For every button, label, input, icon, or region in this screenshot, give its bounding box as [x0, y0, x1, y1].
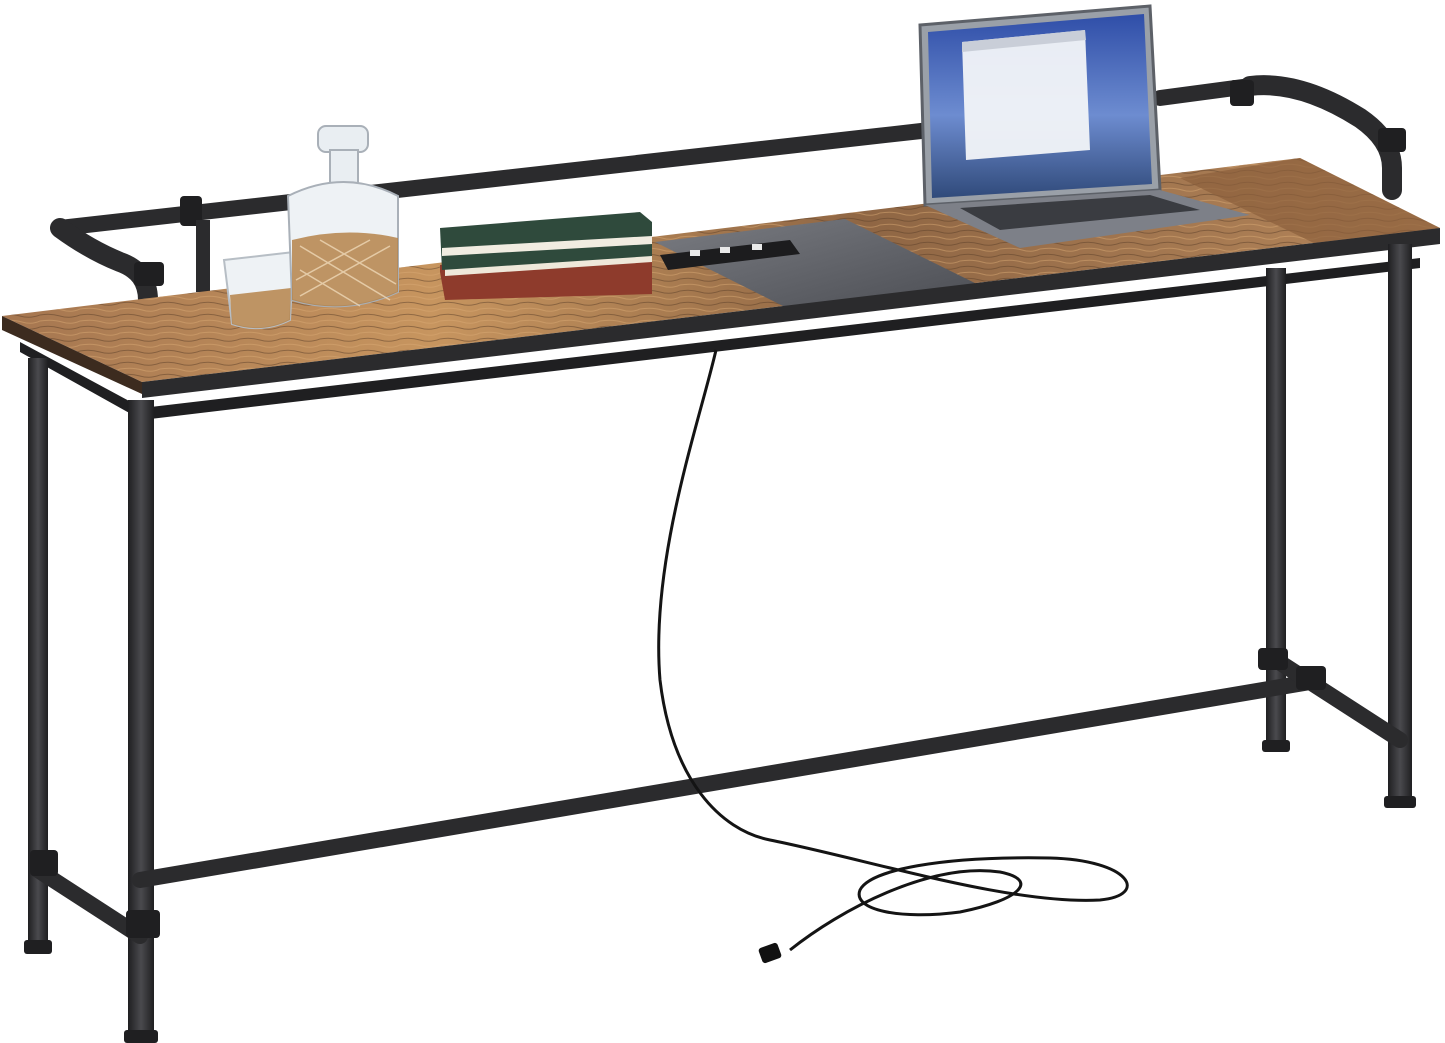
decanter	[286, 125, 399, 308]
leg-back-left	[28, 358, 48, 948]
leg-back-right	[1266, 268, 1286, 748]
screen-window	[962, 30, 1090, 160]
laptop-keyboard	[960, 195, 1200, 230]
leg-front-left	[128, 400, 154, 1040]
book-stack	[440, 212, 652, 300]
lower-stretchers	[30, 648, 1408, 944]
plug-icon	[758, 942, 782, 964]
power-strip	[660, 240, 800, 270]
back-rail	[50, 75, 1406, 362]
book-green	[440, 212, 652, 270]
whiskey-glass	[222, 250, 296, 330]
leg-front-right	[1388, 244, 1412, 804]
center-grey-panel	[655, 219, 985, 312]
power-cord	[657, 349, 1129, 964]
laptop	[918, 4, 1250, 248]
tabletop	[2, 158, 1440, 420]
